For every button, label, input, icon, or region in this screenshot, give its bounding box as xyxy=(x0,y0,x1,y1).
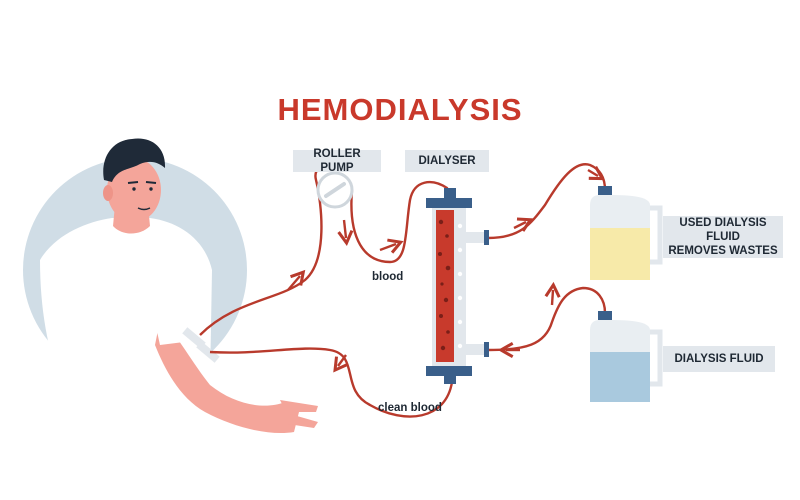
tubing xyxy=(199,163,607,418)
arrow-to-container xyxy=(587,166,605,181)
dialyser xyxy=(426,188,489,384)
flow-arrows xyxy=(287,166,605,373)
patient-figure xyxy=(40,138,318,434)
arrow-clean-blood-return xyxy=(333,354,349,373)
arrow-fresh-down xyxy=(544,281,561,306)
tube-used-fluid xyxy=(487,163,607,240)
used-fluid-container xyxy=(590,186,663,280)
dialyser-label: DIALYSER xyxy=(405,150,489,172)
tube-clean-blood xyxy=(209,347,454,418)
arrow-down-from-pump xyxy=(337,219,354,247)
dialysis-fluid-label: DIALYSIS FLUID xyxy=(663,346,775,372)
arrow-to-dialyser xyxy=(379,238,404,254)
page-title: HEMODIALYSIS xyxy=(277,92,523,127)
fresh-fluid-container xyxy=(590,311,663,402)
tube-fresh-fluid xyxy=(487,286,607,352)
arrow-up-to-pump xyxy=(287,269,306,291)
roller-pump-label: ROLLER PUMP xyxy=(293,148,381,174)
blood-label: blood xyxy=(372,271,404,283)
used-dialysis-fluid-label: USED DIALYSIS FLUID REMOVES WASTES xyxy=(663,216,783,258)
roller-pump xyxy=(316,171,354,209)
clean-blood-label: clean blood xyxy=(378,402,442,414)
arrow-used-fluid xyxy=(513,217,534,232)
